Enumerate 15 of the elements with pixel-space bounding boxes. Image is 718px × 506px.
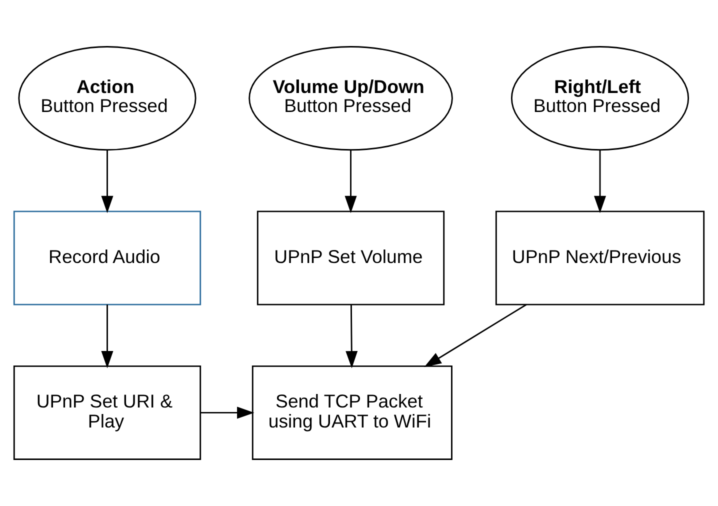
arrow (101, 150, 114, 214)
node-ellipse: Volume Up/Down Button Pressed (248, 46, 453, 151)
node-box: Record Audio (13, 210, 202, 306)
arrow (101, 304, 114, 368)
node-box: Send TCP Packet using UART to WiFi (252, 365, 452, 460)
node-box: UPnP Set Volume (256, 210, 445, 306)
arrow (200, 406, 254, 419)
node-box: UPnP Set URI & Play (13, 365, 202, 460)
node-ellipse: Right/Left Button Pressed (510, 46, 690, 151)
arrow (424, 304, 527, 368)
arrow (346, 304, 358, 368)
arrow (594, 150, 606, 214)
arrow (344, 150, 357, 214)
node-box: UPnP Next/Previous (495, 210, 705, 306)
node-ellipse: Action Button Pressed (18, 46, 196, 151)
